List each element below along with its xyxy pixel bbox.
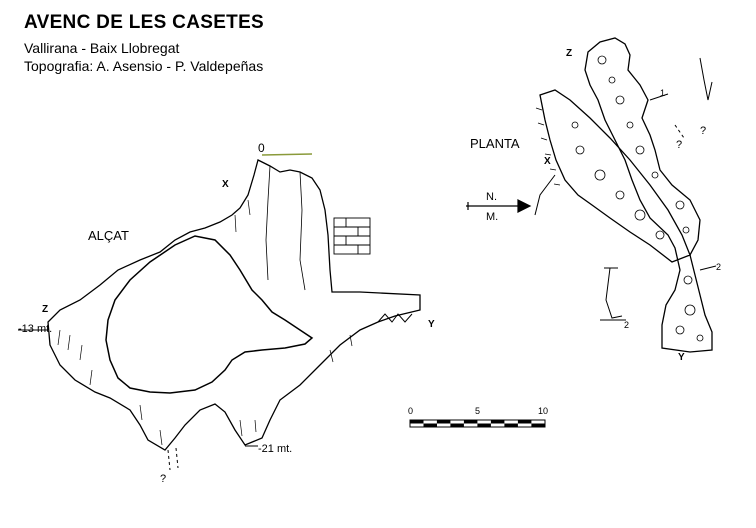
plan-diagonal-gallery — [539, 89, 691, 263]
plan-view — [534, 37, 717, 353]
survey-credits: Topografia: A. Asensio - P. Valdepeñas — [24, 58, 264, 74]
scale-tick-10: 10 — [538, 406, 548, 416]
north-label: N. — [486, 191, 497, 203]
plan-upper-gallery — [584, 37, 713, 353]
elevation-section — [18, 153, 421, 471]
depth-zero: 0 — [258, 141, 265, 155]
plan-marker-y: Y — [678, 352, 685, 363]
plan-marker-x: X — [544, 156, 551, 167]
page-title: AVENC DE LES CASETES — [24, 12, 265, 33]
elevation-marker-x: X — [222, 179, 229, 190]
elevation-marker-y: Y — [428, 319, 435, 330]
scale-bar: 0 5 10 — [408, 406, 548, 428]
plan-label: PLANTA — [470, 136, 520, 151]
elevation-surface — [261, 153, 313, 156]
depth-bottom: -21 mt. — [258, 443, 292, 455]
brick-wall — [333, 217, 371, 255]
depth-left: -13 mt. — [18, 323, 52, 335]
plan-marker-z: Z — [566, 48, 572, 59]
plan-unknown-1: ? — [676, 139, 682, 151]
elevation-unknown: ? — [160, 473, 166, 485]
plan-unknown-2: ? — [700, 125, 706, 137]
plan-cut-2b: 2 — [624, 320, 629, 330]
plan-cut-2: 2 — [716, 262, 721, 272]
elevation-outline — [47, 159, 421, 451]
scale-tick-0: 0 — [408, 406, 413, 416]
magnetic-label: M. — [486, 211, 498, 223]
steps — [377, 313, 413, 323]
elevation-chamber — [105, 235, 314, 394]
scale-tick-5: 5 — [475, 406, 480, 416]
location-text: Vallirana - Baix Llobregat — [24, 40, 180, 56]
elevation-marker-z: Z — [42, 304, 48, 315]
north-arrow — [466, 199, 532, 213]
plan-cut-1: 1 — [660, 88, 665, 98]
elevation-label: ALÇAT — [88, 228, 129, 243]
